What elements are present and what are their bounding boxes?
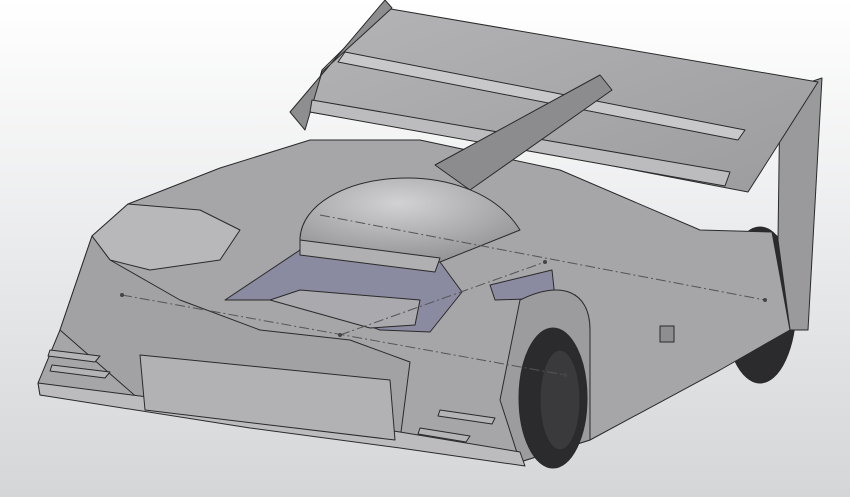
canard-left-2: [49, 364, 111, 379]
left-side-pod: [91, 203, 241, 271]
front-right-rim-shade: [539, 349, 581, 451]
rear-fin-left: [434, 74, 613, 191]
axis-point: [563, 373, 567, 377]
wing-endplate-right: [777, 77, 823, 331]
axis-point: [338, 333, 342, 337]
nose-channel: [139, 354, 396, 441]
axis-point: [543, 260, 547, 264]
seat-area: [269, 289, 421, 329]
side-vent: [659, 325, 675, 343]
axis-line-rear: [319, 214, 766, 301]
canopy-dome: [299, 177, 521, 263]
axis-line-front: [121, 294, 566, 376]
axis-line-mid: [339, 261, 546, 336]
axis-point: [763, 298, 767, 302]
canard-right-2: [437, 409, 496, 425]
wing-element-upper: [337, 51, 746, 141]
canard-right-1: [417, 427, 471, 443]
canard-left-1: [47, 349, 101, 363]
axis-point: [120, 293, 124, 297]
windscreen-frame: [299, 239, 441, 273]
